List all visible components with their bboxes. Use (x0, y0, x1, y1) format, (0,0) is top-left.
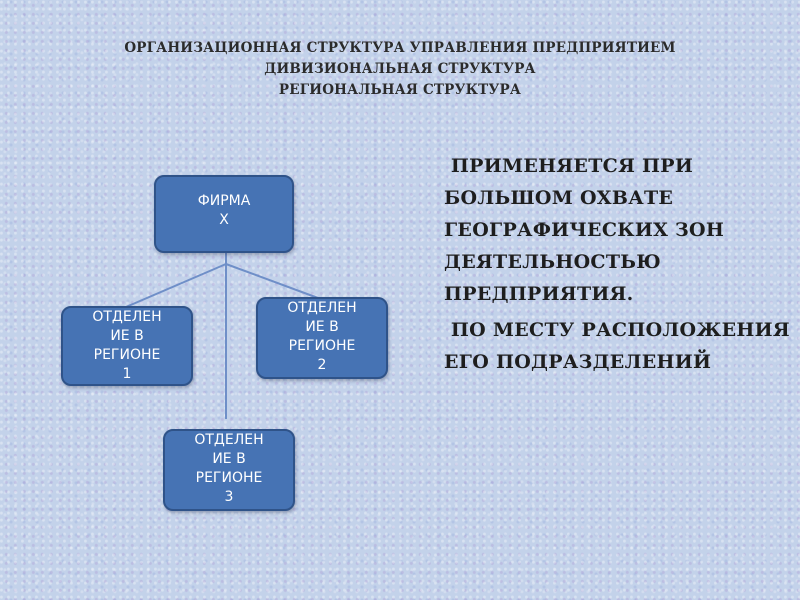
title-line-2: ДИВИЗИОНАЛЬНАЯ СТРУКТУРА (264, 61, 536, 77)
title-line-1: ОРГАНИЗАЦИОННАЯ СТРУКТУРА УПРАВЛЕНИЯ ПРЕ… (124, 40, 676, 56)
region-node-2: ОТДЕЛЕН ИЕ В РЕГИОНЕ 2 (256, 297, 388, 379)
title-line-3: РЕГИОНАЛЬНАЯ СТРУКТУРА (278, 82, 522, 98)
region-node-3-label: ОТДЕЛЕН ИЕ В РЕГИОНЕ 3 (194, 432, 264, 505)
connector-to-region-1 (125, 263, 227, 308)
description-text: ПРИМЕНЯЕТСЯ ПРИ БОЛЬШОМ ОХВАТЕ ГЕОГРАФИЧ… (444, 150, 794, 378)
region-node-1: ОТДЕЛЕН ИЕ В РЕГИОНЕ 1 (61, 306, 193, 386)
description-paragraph-2: ПО МЕСТУ РАСПОЛОЖЕНИЯ ЕГО ПОДРАЗДЕЛЕНИЙ (444, 319, 790, 373)
connector-to-region-2 (225, 263, 319, 299)
region-node-3: ОТДЕЛЕН ИЕ В РЕГИОНЕ 3 (163, 429, 295, 511)
root-node-firm: ФИРМА Х (154, 175, 294, 253)
description-paragraph-1: ПРИМЕНЯЕТСЯ ПРИ БОЛЬШОМ ОХВАТЕ ГЕОГРАФИЧ… (444, 155, 725, 305)
slide-title: ОРГАНИЗАЦИОННАЯ СТРУКТУРА УПРАВЛЕНИЯ ПРЕ… (0, 38, 800, 101)
root-node-label: ФИРМА Х (197, 193, 251, 228)
region-node-2-label: ОТДЕЛЕН ИЕ В РЕГИОНЕ 2 (287, 300, 357, 373)
region-node-1-label: ОТДЕЛЕН ИЕ В РЕГИОНЕ 1 (92, 309, 162, 382)
